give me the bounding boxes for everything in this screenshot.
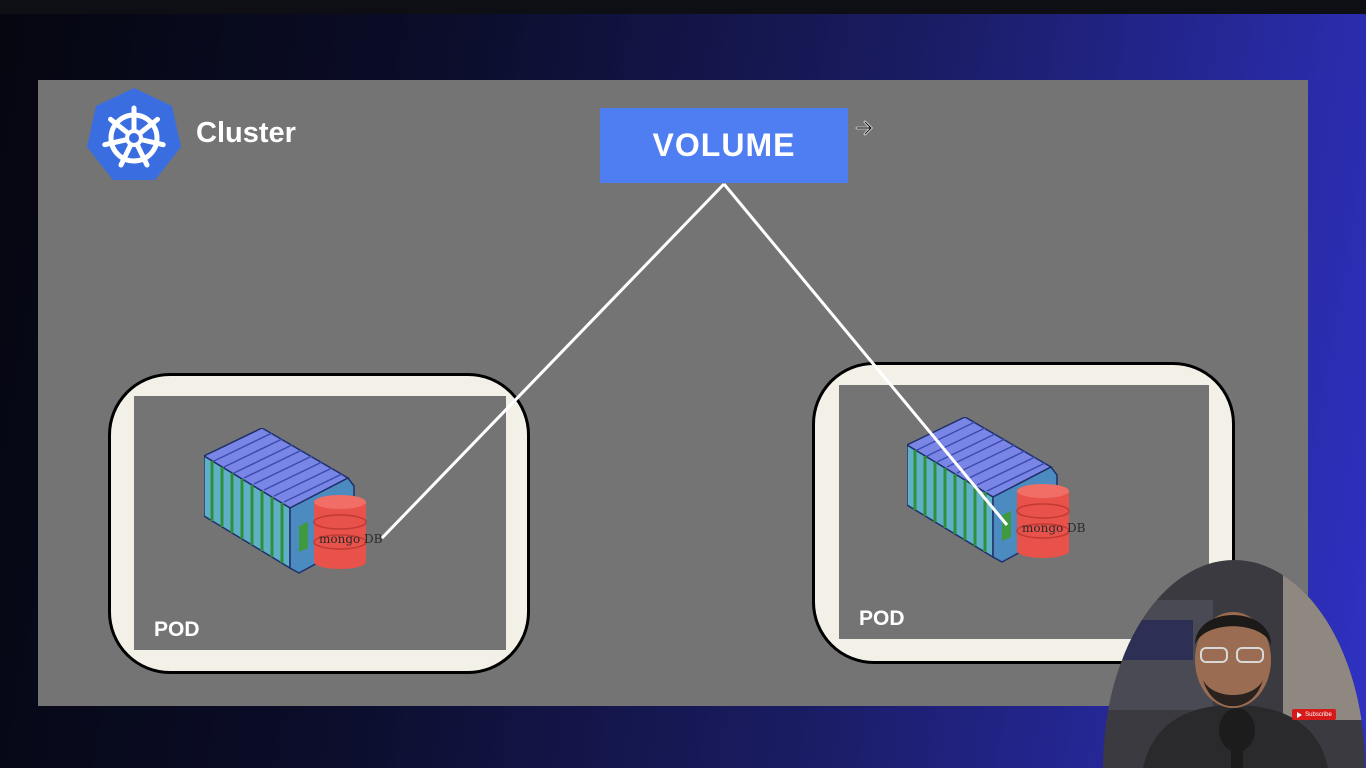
cluster-label: Cluster xyxy=(196,117,296,149)
youtube-icon xyxy=(1297,711,1303,718)
pod-right-inner: mongo DB POD xyxy=(839,385,1209,639)
kubernetes-logo-icon xyxy=(87,88,181,180)
db-label: mongo DB xyxy=(319,532,383,546)
db-label: mongo DB xyxy=(1022,521,1086,535)
top-bar xyxy=(0,0,1366,14)
container-icon: mongo DB xyxy=(907,417,1086,563)
subscribe-badge[interactable]: Subscribe xyxy=(1292,709,1336,720)
pod-left-inner: mongo DB POD xyxy=(134,396,506,650)
mongodb-icon: mongo DB xyxy=(313,495,383,569)
pod-left: mongo DB POD xyxy=(108,373,530,674)
pod-label: POD xyxy=(154,618,200,641)
mongodb-icon: mongo DB xyxy=(1016,484,1086,558)
pod-label: POD xyxy=(859,607,905,630)
volume-label: VOLUME xyxy=(652,127,796,163)
subscribe-label: Subscribe xyxy=(1305,711,1332,718)
cursor-icon xyxy=(855,120,873,136)
container-icon: mongo DB xyxy=(204,428,383,574)
volume-box: VOLUME xyxy=(600,108,848,183)
